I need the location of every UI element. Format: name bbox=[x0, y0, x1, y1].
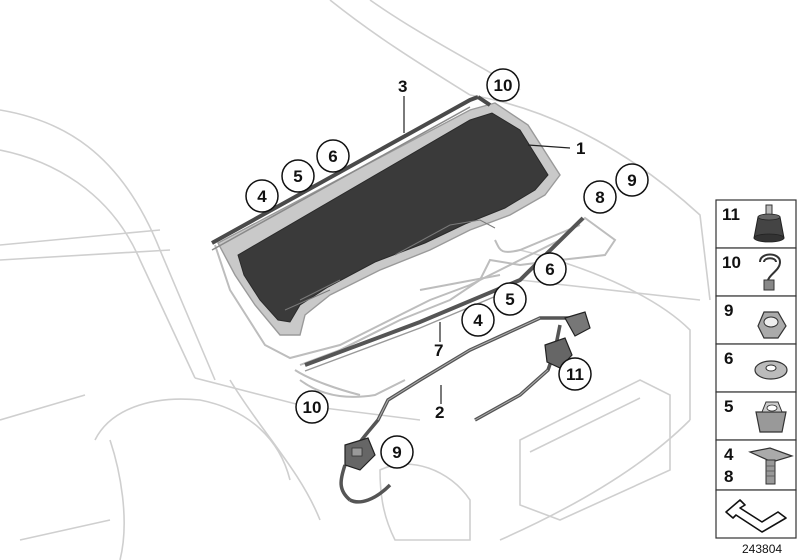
legend-label-4: 4 bbox=[724, 445, 734, 464]
rubber-mount-icon bbox=[753, 204, 785, 243]
legend-label-9: 9 bbox=[724, 301, 733, 320]
plain-labels: 1 3 7 2 bbox=[398, 77, 585, 422]
callout-5-left: 5 bbox=[293, 167, 302, 186]
insulation-panel bbox=[217, 102, 561, 336]
cage-nut-icon bbox=[755, 401, 787, 433]
washer-hose bbox=[339, 316, 575, 504]
legend-label-6: 6 bbox=[724, 349, 733, 368]
legend-label-11: 11 bbox=[722, 205, 740, 224]
circled-callouts bbox=[245, 68, 649, 469]
callout-10-bottom: 10 bbox=[303, 398, 322, 417]
hex-nut-icon bbox=[757, 311, 787, 339]
front-seal-strip bbox=[304, 216, 585, 372]
t-bolt-icon bbox=[748, 447, 794, 485]
washer-hose-highlight bbox=[377, 317, 549, 421]
label-part-3: 3 bbox=[398, 77, 407, 96]
circled-callout-labels: 10 6 5 4 8 9 6 5 4 11 10 9 bbox=[257, 76, 636, 462]
washer-jet-left bbox=[344, 437, 376, 471]
callout-10-top: 10 bbox=[494, 76, 513, 95]
arrow-symbol-icon bbox=[725, 499, 787, 533]
reference-number: 243804 bbox=[742, 542, 782, 556]
callout-4-left: 4 bbox=[257, 187, 267, 206]
callout-6-left: 6 bbox=[328, 147, 337, 166]
hood-seal-strip bbox=[211, 95, 492, 251]
callout-4-right: 4 bbox=[473, 311, 483, 330]
callout-11: 11 bbox=[566, 365, 584, 384]
callout-6-right: 6 bbox=[545, 260, 554, 279]
callout-9-top: 9 bbox=[627, 171, 636, 190]
clip-icon bbox=[759, 253, 782, 291]
legend-label-10: 10 bbox=[722, 253, 741, 272]
leader-lines bbox=[403, 96, 571, 404]
label-part-1: 1 bbox=[576, 139, 585, 158]
callout-9-bottom: 9 bbox=[392, 443, 401, 462]
label-part-2: 2 bbox=[435, 403, 444, 422]
label-part-7: 7 bbox=[434, 341, 443, 360]
callout-5-right: 5 bbox=[505, 290, 514, 309]
washer-icon bbox=[754, 360, 788, 380]
callout-8: 8 bbox=[595, 188, 604, 207]
legend-label-5: 5 bbox=[724, 397, 733, 416]
legend-panel: 11 10 9 6 5 4 8 bbox=[715, 199, 797, 556]
legend-label-8: 8 bbox=[724, 467, 733, 486]
